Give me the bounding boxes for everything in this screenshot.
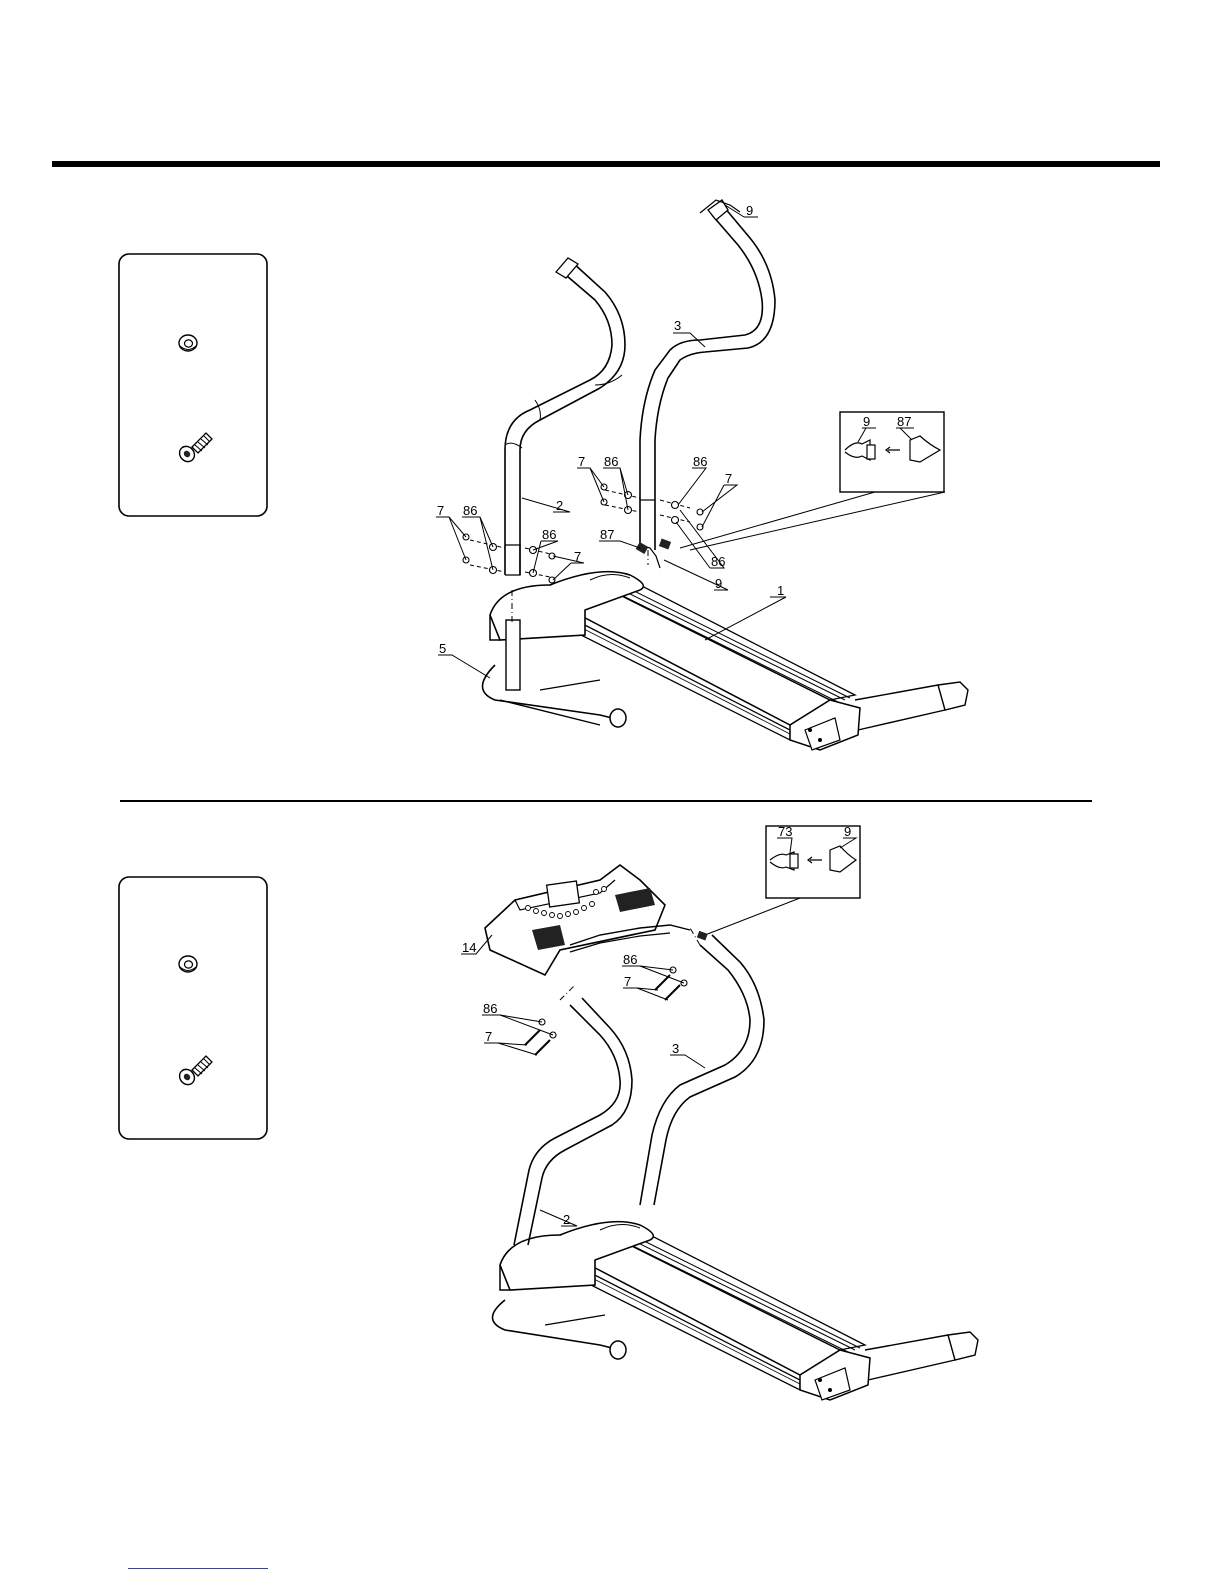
callout-7: 7	[437, 503, 444, 518]
callout-9: 9	[715, 576, 722, 591]
callout-86: 86	[604, 454, 618, 469]
treadmill-frame	[500, 1222, 978, 1400]
treadmill-frame	[490, 572, 968, 750]
callout-7: 7	[624, 974, 631, 989]
callout-2: 2	[563, 1212, 570, 1227]
callout-87: 87	[600, 527, 614, 542]
callout-7: 7	[578, 454, 585, 469]
callout-3: 3	[672, 1041, 679, 1056]
callout-86: 86	[623, 952, 637, 967]
callout-87: 87	[897, 414, 911, 429]
callout-2: 2	[556, 498, 563, 513]
callout-14: 14	[462, 940, 476, 955]
callout-7: 7	[725, 471, 732, 486]
callout-9: 9	[746, 203, 753, 218]
hardware-box-bottom	[119, 877, 267, 1139]
callout-86: 86	[711, 554, 725, 569]
footer-link-underline	[128, 1568, 268, 1569]
step-2-drawing	[485, 826, 978, 1400]
callout-9: 9	[844, 824, 851, 839]
callout-3: 3	[674, 318, 681, 333]
callout-86: 86	[542, 527, 556, 542]
callout-73: 73	[778, 824, 792, 839]
step-divider	[120, 800, 1092, 802]
callout-9: 9	[863, 414, 870, 429]
callout-7: 7	[574, 549, 581, 564]
step-1-drawing	[463, 200, 968, 750]
callout-1: 1	[777, 583, 784, 598]
callout-7: 7	[485, 1029, 492, 1044]
hardware-box-top	[119, 254, 267, 516]
callout-86: 86	[483, 1001, 497, 1016]
header-rule	[52, 161, 1160, 167]
callout-5: 5	[439, 641, 446, 656]
callout-86: 86	[693, 454, 707, 469]
console	[485, 865, 690, 975]
callout-86: 86	[463, 503, 477, 518]
